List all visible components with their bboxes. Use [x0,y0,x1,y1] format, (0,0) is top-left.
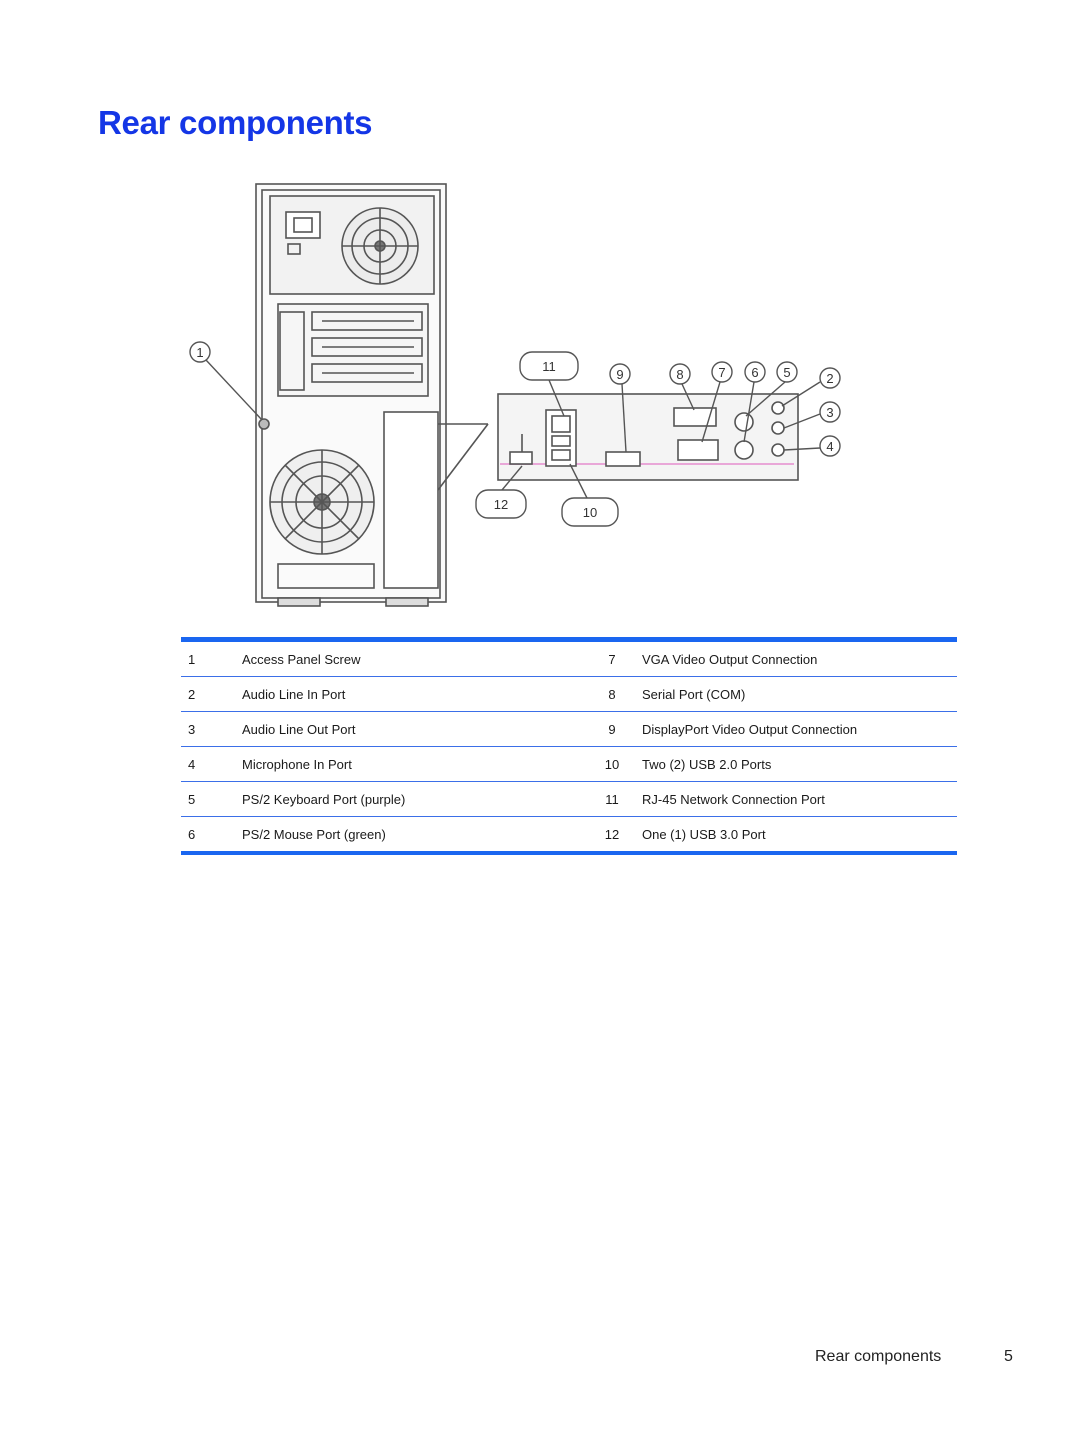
callout-label-11: 11 [542,359,556,374]
legend-description: Two (2) USB 2.0 Ports [632,746,957,782]
legend-description: One (1) USB 3.0 Port [642,826,766,842]
legend-number: 2 [181,676,216,712]
callout-label-8: 8 [676,367,683,382]
callout-label-6: 6 [751,365,758,380]
legend-number: 7 [592,642,632,677]
callout-label-12: 12 [494,497,508,512]
footer-section-title: Rear components [815,1348,942,1365]
io-callouts [475,351,841,527]
callout-label-2: 2 [826,371,833,386]
table-row: 2 Audio Line In Port 8 Serial Port (COM) [181,676,957,712]
component-legend-table: 1 Access Panel Screw 7 VGA Video Output … [181,637,957,855]
legend-number: 1 [181,642,216,677]
callout-label-5: 5 [783,365,790,380]
legend-number: 5 [181,781,216,817]
legend-number: 12 [604,826,620,842]
callout-label-3: 3 [826,405,833,420]
legend-number: 11 [592,781,632,817]
table-row: 4 Microphone In Port 10 Two (2) USB 2.0 … [181,746,957,782]
legend-description: DisplayPort Video Output Connection [632,711,957,747]
legend-description: Audio Line In Port [216,676,592,712]
legend-description: Serial Port (COM) [632,676,957,712]
page-title: Rear components [98,104,373,141]
io-panel-zoom [497,393,799,481]
table-row: 1 Access Panel Screw 7 VGA Video Output … [181,642,957,677]
legend-description: Audio Line Out Port [216,711,592,747]
callout-label-1: 1 [196,345,203,360]
legend-number: 10 [592,746,632,782]
legend-description: PS/2 Mouse Port (green) [242,826,386,842]
callout-label-4: 4 [826,439,833,454]
callout-label-9: 9 [616,367,623,382]
table-row: 3 Audio Line Out Port 9 DisplayPort Vide… [181,711,957,747]
table-row: 5 PS/2 Keyboard Port (purple) 11 RJ-45 N… [181,781,957,817]
callout-label-7: 7 [718,365,725,380]
callout-1 [189,341,263,421]
legend-description: RJ-45 Network Connection Port [632,781,957,817]
legend-description: VGA Video Output Connection [632,642,957,677]
rear-components-figure: 1 [182,172,862,612]
callout-label-10: 10 [583,505,597,520]
legend-number: 4 [181,746,216,782]
legend-description: Microphone In Port [216,746,592,782]
legend-description: PS/2 Keyboard Port (purple) [216,781,592,817]
legend-number: 8 [592,676,632,712]
page-number: 5 [1004,1348,1013,1365]
legend-number: 6 [188,826,196,842]
table-row: 6 PS/2 Mouse Port (green) 12 One (1) USB… [181,817,957,852]
legend-number: 9 [592,711,632,747]
legend-number: 3 [181,711,216,747]
legend-description: Access Panel Screw [216,642,592,677]
tower-chassis [255,183,489,607]
